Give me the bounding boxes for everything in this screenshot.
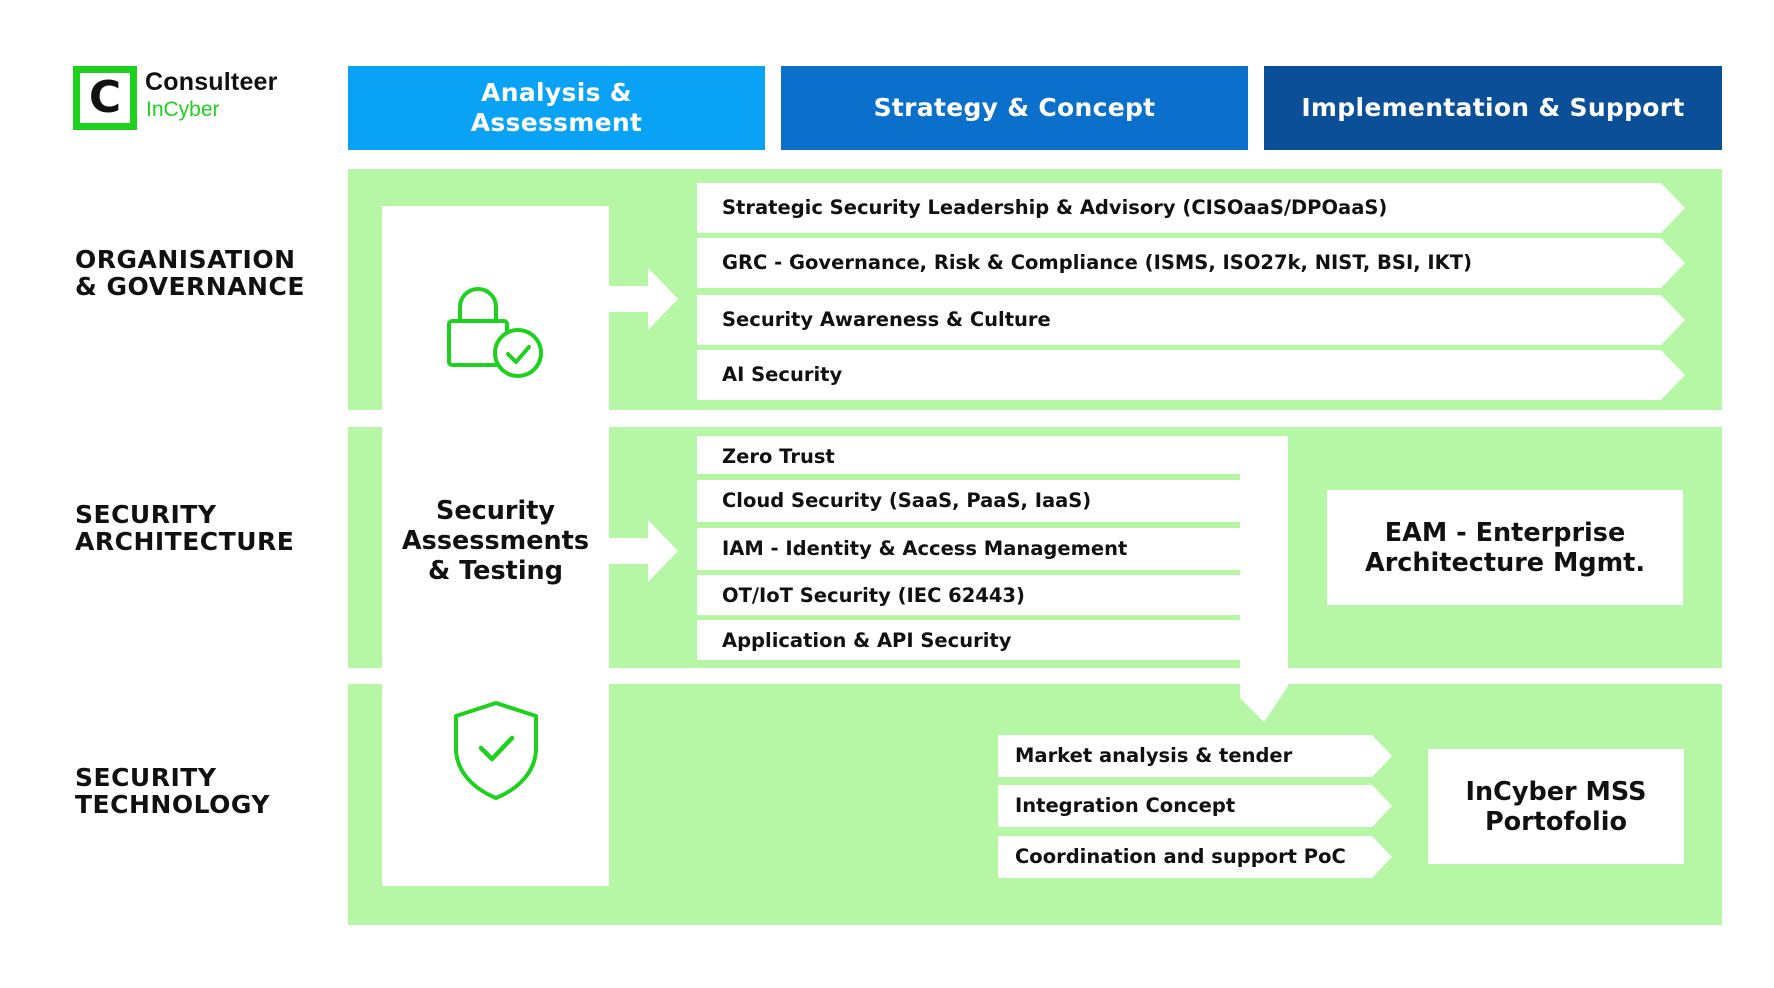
logo-mark: C [73,66,137,130]
architecture-down-arrow [1240,436,1288,722]
architecture-item-1: Cloud Security (SaaS, PaaS, IaaS) [722,489,1092,512]
lock-check-icon [447,287,543,378]
phase-strategy-concept: Strategy & Concept [781,66,1248,150]
technology-item-0: Market analysis & tender [1015,744,1293,767]
architecture-item-3: OT/IoT Security (IEC 62443) [722,584,1025,607]
architecture-item-4: Application & API Security [722,629,1012,652]
technology-item-2: Coordination and support PoC [1015,845,1346,868]
eam-title: EAM - Enterprise Architecture Mgmt. [1364,517,1646,578]
governance-item-shape-0 [697,183,1685,233]
governance-item-shape-3 [697,350,1685,400]
technology-item-shape-0 [998,735,1392,777]
technology-item-shape-2 [998,836,1392,878]
architecture-item-box-2 [697,528,1242,570]
architecture-item-0: Zero Trust [722,445,835,468]
technology-item-1: Integration Concept [1015,794,1236,817]
assessment-title: Security Assessments & Testing [401,496,590,586]
architecture-item-box-3 [697,575,1242,615]
phase-implementation-support: Implementation & Support [1264,66,1722,150]
architecture-item-box-1 [697,480,1242,522]
mss-title: InCyber MSS Portofolio [1465,776,1647,837]
governance-item-shape-1 [697,238,1685,288]
architecture-item-box-4 [697,620,1242,660]
technology-item-shape-1 [998,785,1392,827]
mss-box: InCyber MSS Portofolio [1428,749,1684,864]
arrow-right-governance [608,268,678,330]
logo-sub: InCyber [146,98,220,121]
architecture-item-2: IAM - Identity & Access Management [722,537,1128,560]
governance-item-shape-2 [697,295,1685,345]
governance-item-0: Strategic Security Leadership & Advisory… [722,196,1388,219]
logo-name: Consulteer [145,68,278,96]
governance-item-2: Security Awareness & Culture [722,308,1051,331]
governance-item-1: GRC - Governance, Risk & Compliance (ISM… [722,251,1472,274]
logo-letter: C [88,72,122,123]
row-label-architecture: SECURITY ARCHITECTURE [75,500,295,556]
shield-check-icon [454,701,538,800]
governance-item-3: AI Security [722,363,843,386]
arrow-right-architecture [608,520,678,582]
row-label-governance: ORGANISATION & GOVERNANCE [75,245,305,301]
architecture-item-box-0 [697,436,1288,474]
phase-analysis-assessment: Analysis & Assessment [348,66,765,150]
row-label-technology: SECURITY TECHNOLOGY [75,763,270,819]
eam-box: EAM - Enterprise Architecture Mgmt. [1327,490,1683,605]
